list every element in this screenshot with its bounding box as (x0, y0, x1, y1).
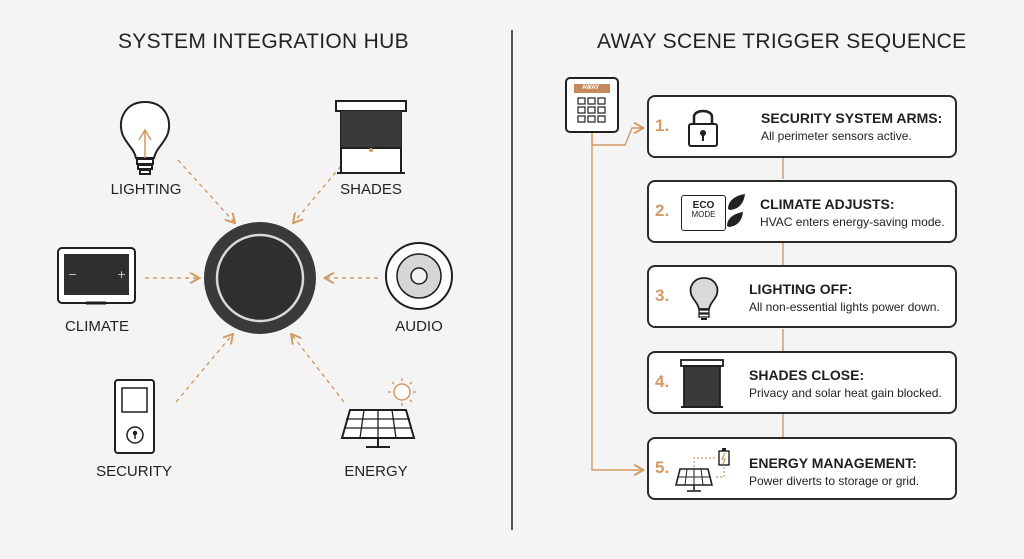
connector-lighting (177, 159, 234, 222)
away-keypad-label: AWAY (582, 85, 600, 91)
lightbulb-off-icon (689, 277, 719, 320)
window-shade-icon (335, 100, 407, 174)
connector-shades (294, 159, 347, 222)
node-label-shades: SHADES (340, 181, 402, 198)
speaker-icon (385, 242, 453, 310)
step-title-2: CLIMATE ADJUSTS: (760, 196, 895, 212)
eco-mode-badge: ECO MODE (681, 195, 726, 231)
node-label-climate: CLIMATE (65, 318, 129, 335)
step-number-3: 3. (655, 286, 670, 305)
connector-energy (292, 335, 345, 403)
step-title-4: SHADES CLOSE: (749, 367, 865, 383)
step-number-2: 2. (655, 201, 670, 220)
thermostat-display-icon: − + (57, 247, 136, 305)
central-hub-icon (204, 222, 316, 334)
step-number-5: 5. (655, 458, 670, 477)
step-desc-5: Power diverts to storage or grid. (749, 474, 920, 488)
leaf-icon (727, 194, 745, 227)
padlock-icon (688, 109, 718, 147)
node-label-energy: ENERGY (344, 463, 408, 480)
node-label-lighting: LIGHTING (110, 181, 182, 198)
hub-title: SYSTEM INTEGRATION HUB (118, 30, 409, 53)
node-label-audio: AUDIO (395, 318, 443, 335)
connector-keypad-step5 (591, 132, 642, 470)
panel-divider (511, 30, 513, 530)
step-desc-2: HVAC enters energy-saving mode. (760, 215, 945, 229)
eco-badge-bottom: MODE (691, 210, 716, 219)
solar-panel-icon (340, 378, 416, 448)
solar-battery-icon (674, 448, 730, 492)
window-shade-closed-icon (680, 359, 724, 408)
hub-connectors (145, 159, 378, 403)
step-number-1: 1. (655, 116, 670, 135)
svg-text:+: + (117, 268, 126, 281)
step-desc-4: Privacy and solar heat gain blocked. (749, 386, 942, 400)
hub-diagram: − + (57, 100, 453, 454)
step-number-4: 4. (655, 372, 670, 391)
step-title-5: ENERGY MANAGEMENT: (749, 455, 917, 471)
node-label-security: SECURITY (96, 463, 172, 480)
step-title-1: SECURITY SYSTEM ARMS: (761, 110, 943, 126)
sequence-title: AWAY SCENE TRIGGER SEQUENCE (597, 30, 967, 53)
connector-security (175, 335, 232, 403)
step-title-3: LIGHTING OFF: (749, 281, 853, 297)
security-panel-icon (114, 379, 155, 454)
away-keypad-icon (565, 77, 619, 133)
svg-text:−: − (68, 268, 77, 281)
step-desc-1: All perimeter sensors active. (761, 129, 912, 143)
step-desc-3: All non-essential lights power down. (749, 300, 940, 314)
eco-badge-top: ECO (692, 200, 715, 211)
lightbulb-icon (120, 100, 170, 175)
